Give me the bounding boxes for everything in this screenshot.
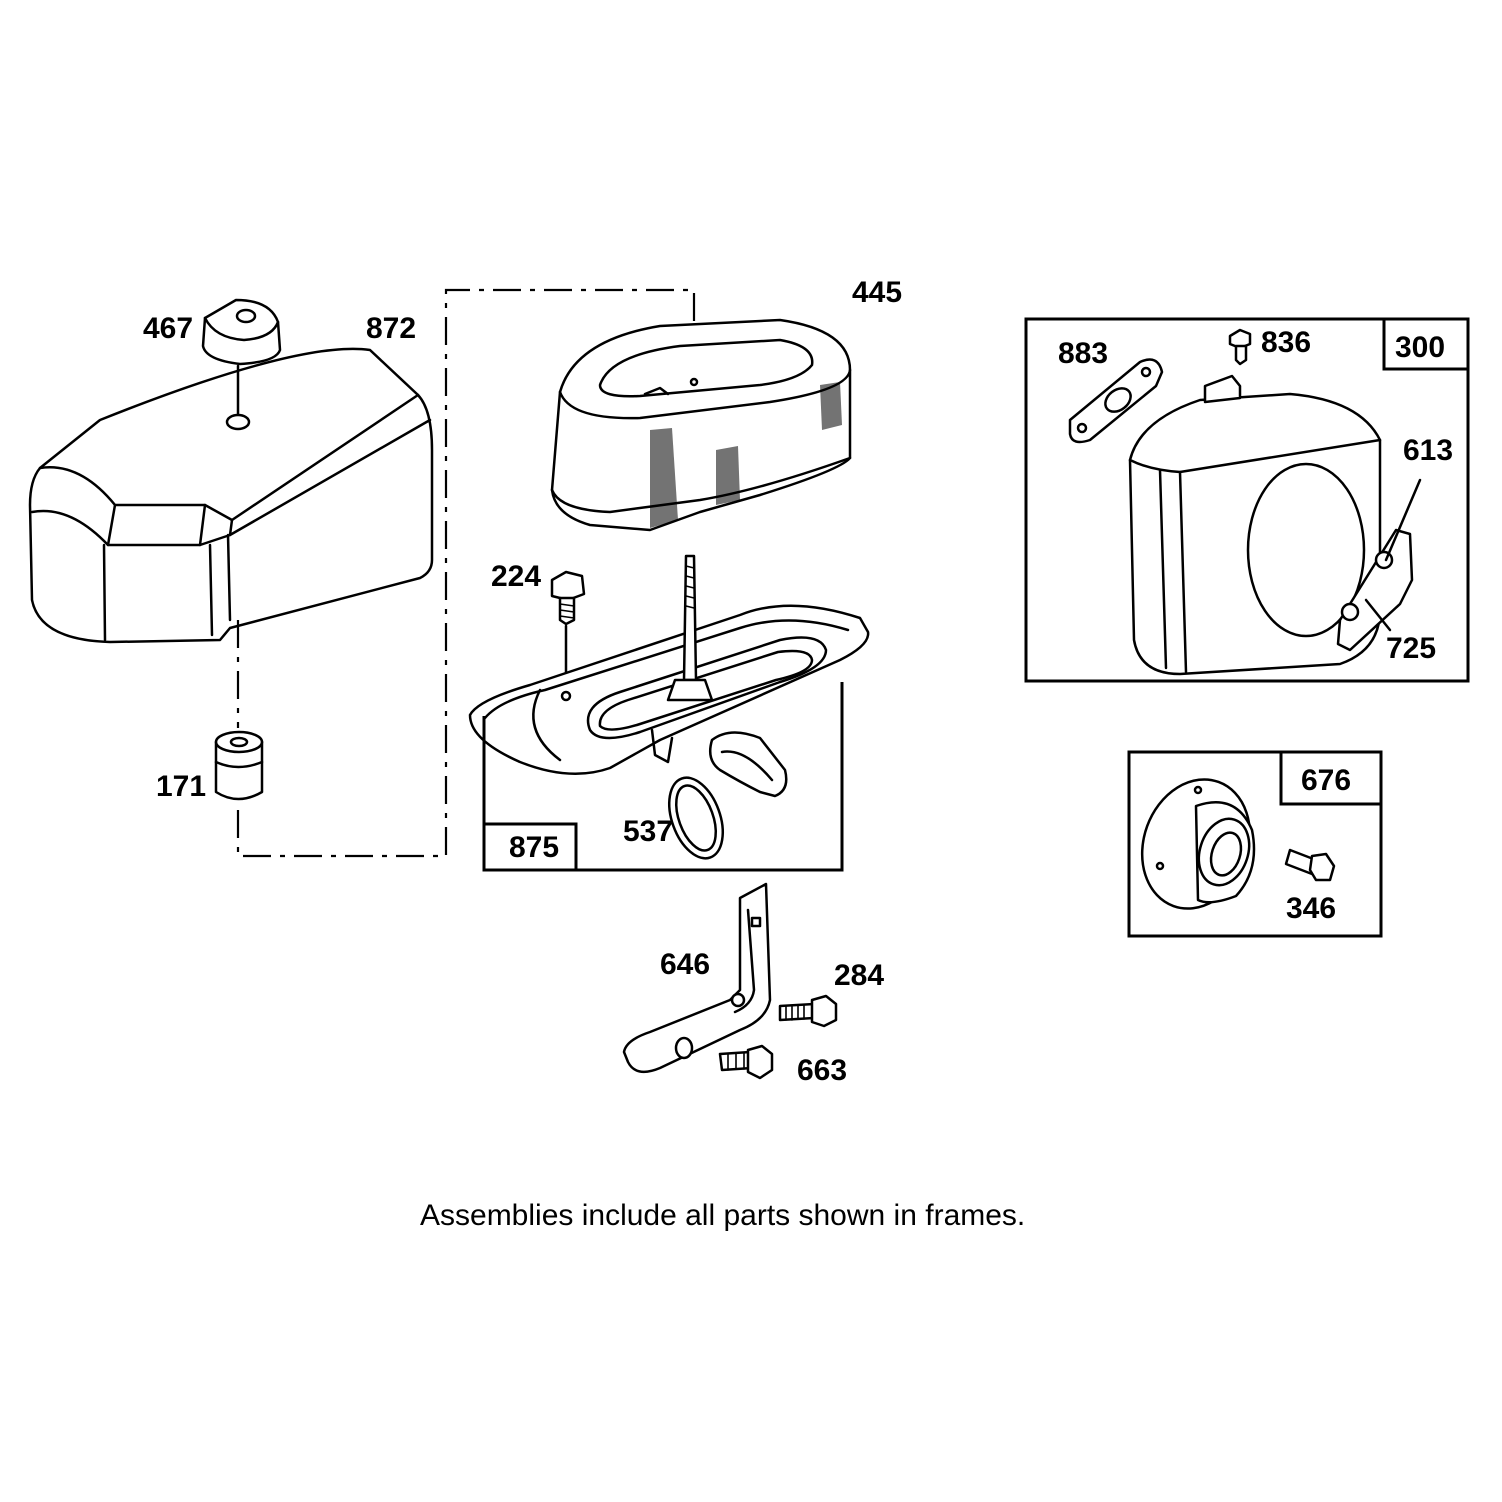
callout-467: 467 — [143, 312, 193, 345]
frame-875-label-box — [482, 822, 578, 872]
callout-676: 676 — [1301, 764, 1351, 797]
callout-445: 445 — [852, 276, 902, 309]
breather-tube[interactable] — [709, 731, 788, 798]
callout-346: 346 — [1286, 892, 1336, 925]
screw-284[interactable] — [778, 994, 838, 1028]
bracket[interactable] — [622, 882, 772, 1074]
callout-646: 646 — [660, 948, 710, 981]
gasket-537[interactable] — [659, 770, 733, 865]
muffler-body[interactable] — [1128, 374, 1382, 676]
callout-875: 875 — [509, 831, 559, 864]
callout-836: 836 — [1261, 326, 1311, 359]
knob[interactable] — [201, 298, 282, 366]
callout-224: 224 — [491, 560, 541, 593]
frame-676 — [1127, 750, 1383, 938]
frame-300 — [1024, 317, 1470, 683]
screw-224[interactable] — [550, 570, 586, 626]
frame-676-label-box — [1279, 750, 1383, 806]
muffler-gasket-883[interactable] — [1068, 358, 1164, 444]
callout-613: 613 — [1403, 434, 1453, 467]
callout-537: 537 — [623, 815, 673, 848]
frame-300-label-box — [1382, 317, 1470, 371]
callout-883: 883 — [1058, 337, 1108, 370]
frame-875 — [482, 682, 844, 872]
callout-725: 725 — [1386, 632, 1436, 665]
callout-663: 663 — [797, 1054, 847, 1087]
callout-300: 300 — [1395, 331, 1445, 364]
grommet[interactable] — [214, 730, 264, 801]
screw-346[interactable] — [1284, 848, 1336, 882]
air-filter-cartridge[interactable] — [550, 318, 852, 532]
callout-171: 171 — [156, 770, 206, 803]
caption: Assemblies include all parts shown in fr… — [420, 1199, 1025, 1232]
muffler-guard[interactable] — [1125, 764, 1268, 924]
callout-284: 284 — [834, 959, 884, 992]
screw-663[interactable] — [718, 1044, 774, 1080]
screw-836[interactable] — [1228, 328, 1252, 366]
air-cleaner-cover[interactable] — [28, 347, 434, 644]
callout-872: 872 — [366, 312, 416, 345]
stud-bolt — [666, 554, 714, 702]
air-cleaner-base[interactable] — [468, 604, 870, 776]
